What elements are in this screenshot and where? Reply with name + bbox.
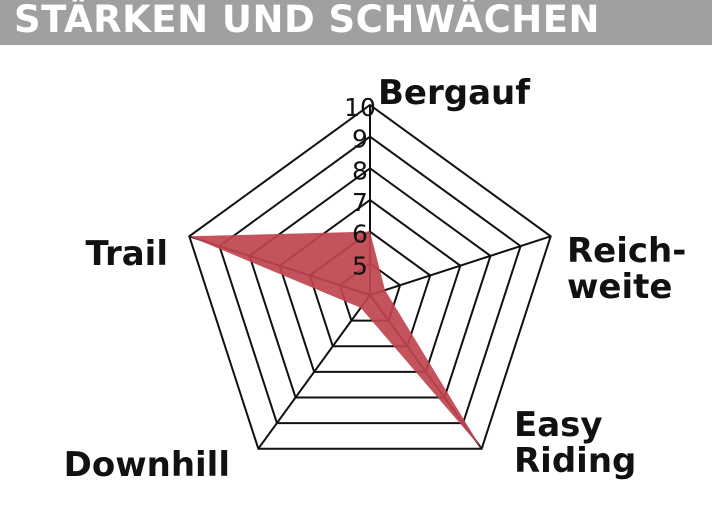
grid-ring-9: [218, 135, 522, 425]
radar-series-layer: [189, 231, 482, 449]
axis-label-line: Easy: [514, 405, 603, 445]
grid-ring-10: [188, 103, 552, 450]
tick-label-7: 7: [352, 188, 368, 217]
axis-spoke-1: [369, 235, 552, 296]
series-area-0: [189, 231, 482, 449]
tick-label-5: 5: [352, 251, 368, 280]
axis-label-line: Trail: [86, 234, 168, 274]
tick-label-6: 6: [352, 220, 368, 249]
axis-label-line: Downhill: [64, 445, 230, 485]
axis-label-line: Reich-: [567, 231, 686, 271]
axis-label-line: Riding: [514, 441, 636, 481]
axis-label-4: Trail: [86, 234, 168, 274]
axis-label-3: Downhill: [64, 445, 230, 485]
axis-label-line: Bergauf: [378, 73, 531, 113]
axis-spoke-3: [257, 294, 371, 450]
tick-label-10: 10: [344, 93, 376, 122]
page-title: STÄRKEN UND SCHWÄCHEN: [14, 0, 600, 41]
axis-label-1: Reich-weite: [567, 231, 686, 307]
radar-tick-labels: 56 7 89 10: [344, 93, 376, 280]
tick-label-9: 9: [352, 125, 368, 154]
axis-label-0: Bergauf: [378, 73, 531, 113]
tick-label-8: 8: [352, 156, 368, 185]
axis-label-line: weite: [567, 267, 672, 307]
header-bar: STÄRKEN UND SCHWÄCHEN: [0, 0, 712, 45]
